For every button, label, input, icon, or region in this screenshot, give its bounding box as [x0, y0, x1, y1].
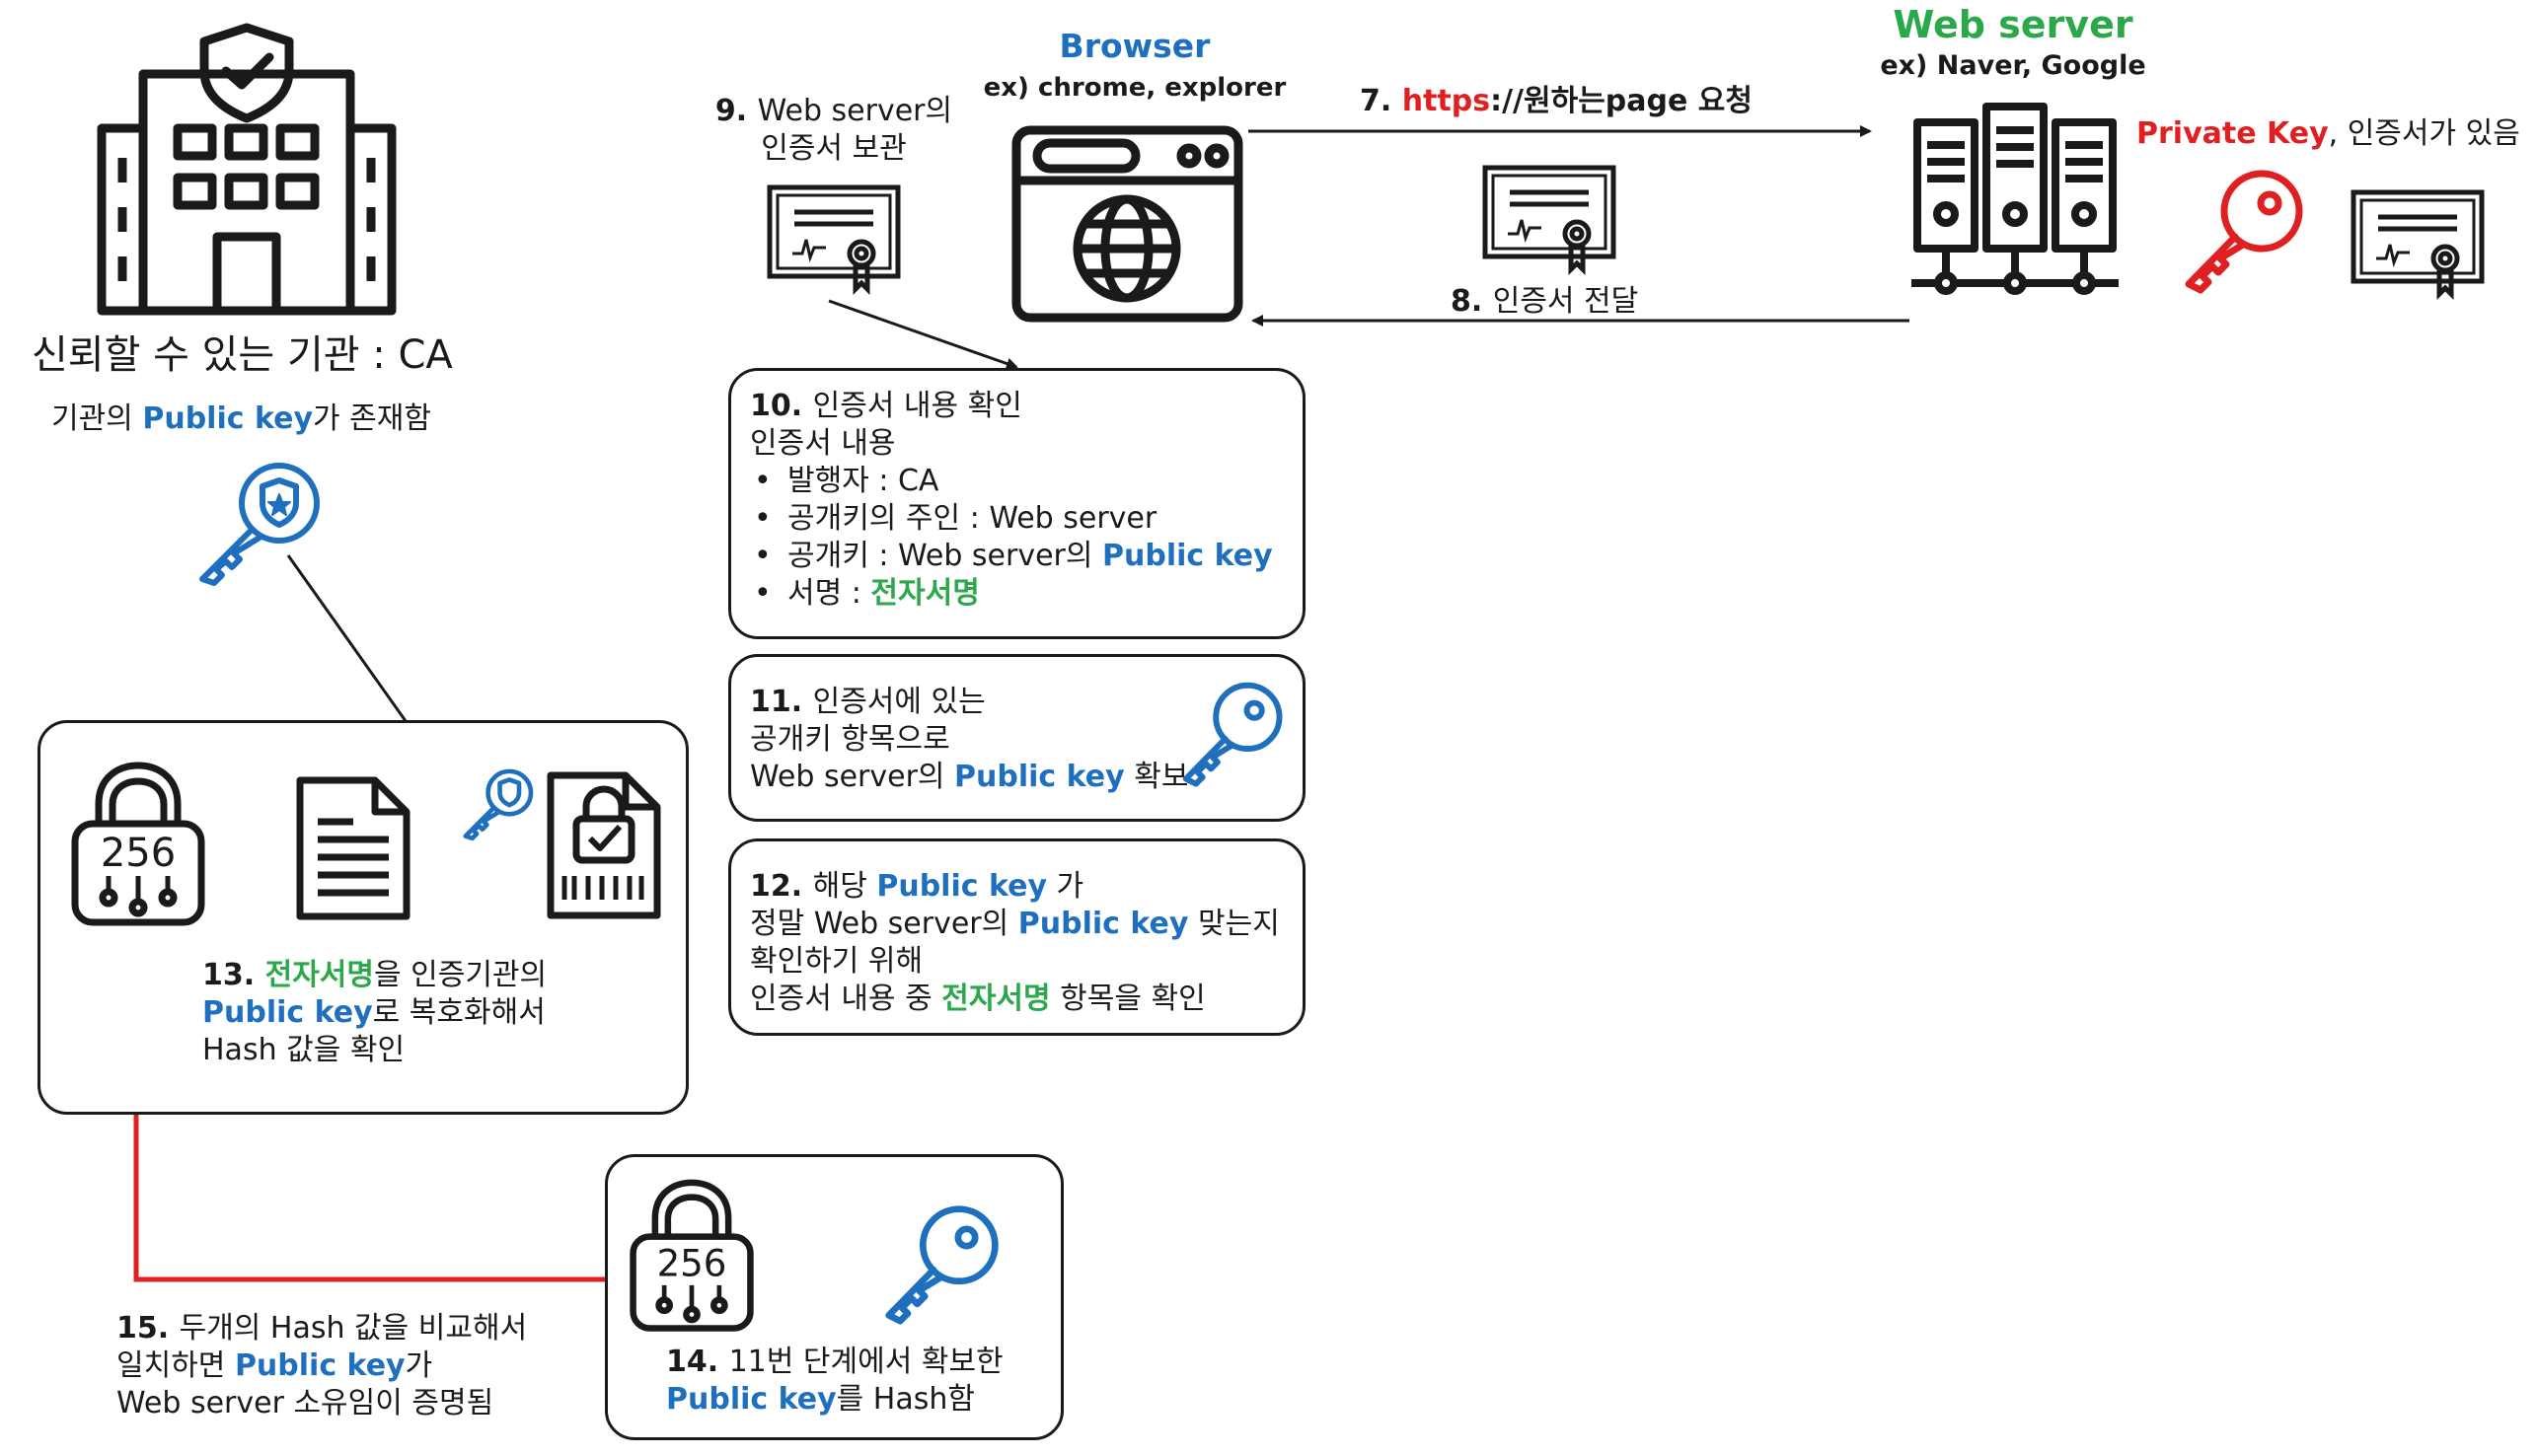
- step14-line2-highlight: Public key: [666, 1382, 837, 1417]
- step12-line1-pre: 해당: [812, 869, 877, 904]
- step12-line2-highlight: Public key: [1017, 907, 1189, 941]
- step10-item3-pre: 공개키 : Web server의: [787, 539, 1103, 573]
- step15-line2-post: 가: [405, 1348, 433, 1383]
- webserver-subtitle: ex) Naver, Google: [1880, 50, 2146, 81]
- step11-line3-pre: Web server의: [750, 760, 955, 794]
- server-rack-icon: [1911, 103, 2119, 295]
- step13-line2-highlight: Public key: [202, 995, 373, 1030]
- webserver-private-key-note: Private Key, 인증서가 있음: [2136, 115, 2520, 153]
- step10-content: 10. 인증서 내용 확인 인증서 내용 발행자 : CA 공개키의 주인 : …: [750, 388, 1273, 613]
- step12-line1-post: 가: [1047, 869, 1084, 904]
- padlock-hash-icon: 256: [71, 762, 205, 926]
- step9-line1: Web server의: [757, 94, 953, 128]
- browser-subtitle: ex) chrome, explorer: [983, 73, 1287, 103]
- step9-label: 9. Web server의 인증서 보관: [701, 93, 967, 168]
- step11-line1: 인증서에 있는: [812, 685, 986, 719]
- step9-line2: 인증서 보관: [761, 131, 907, 166]
- step14-content: 14. 11번 단계에서 확보한 Public key를 Hash함: [666, 1344, 1004, 1419]
- browser-title: Browser: [1059, 27, 1211, 65]
- step10-item: 공개키의 주인 : Web server: [750, 500, 1273, 538]
- step10-item3-highlight: Public key: [1102, 539, 1273, 573]
- step10-item: 발행자 : CA: [750, 463, 1273, 500]
- document-icon: [296, 776, 411, 920]
- step10-title: 인증서 내용 확인: [812, 389, 1022, 423]
- ca-note-highlight: Public key: [142, 401, 314, 436]
- shield-key-icon: [199, 463, 320, 586]
- ca-title: 신뢰할 수 있는 기관 : CA: [32, 332, 453, 378]
- step10-item: 공개키 : Web server의 Public key: [750, 538, 1273, 575]
- certificate-icon: [1482, 165, 1616, 276]
- step7-num: 7.: [1360, 84, 1402, 118]
- step9-num: 9.: [714, 94, 758, 128]
- key-icon: [1182, 682, 1283, 787]
- step15-line2-highlight: Public key: [234, 1348, 406, 1383]
- step10-item4-pre: 서명 :: [787, 576, 871, 611]
- step15-line2-pre: 일치하면: [116, 1348, 235, 1383]
- step13-line1-highlight: 전자서명: [264, 958, 374, 992]
- ca-note-pre: 기관의: [51, 401, 143, 436]
- private-key-post: , 인증서가 있음: [2328, 116, 2520, 151]
- hash-value-label: 256: [657, 1243, 727, 1285]
- private-key-highlight: Private Key: [2136, 116, 2329, 151]
- step12-num: 12.: [750, 869, 813, 904]
- hash-value-label: 256: [101, 831, 176, 876]
- step10-list: 발행자 : CA 공개키의 주인 : Web server 공개키 : Web …: [750, 463, 1273, 613]
- step10-item4-highlight: 전자서명: [870, 576, 980, 611]
- step12-box: [728, 838, 1306, 1036]
- step12-line1-highlight: Public key: [876, 869, 1048, 904]
- step15-content: 15. 두개의 Hash 값을 비교해서 일치하면 Public key가 We…: [116, 1310, 527, 1422]
- key-icon: [885, 1205, 999, 1325]
- step13-line3: Hash 값을 확인: [202, 1033, 406, 1067]
- step11-content: 11. 인증서에 있는 공개키 항목으로 Web server의 Public …: [750, 684, 1188, 796]
- step15-line1: 두개의 Hash 값을 비교해서: [179, 1311, 528, 1346]
- step14-num: 14.: [666, 1345, 729, 1379]
- step12-line4-pre: 인증서 내용 중: [750, 982, 942, 1016]
- step8-num: 8.: [1451, 284, 1493, 319]
- webserver-title: Web server: [1893, 3, 2133, 46]
- step12-line3: 확인하기 위해: [750, 944, 924, 979]
- step10-item: 서명 : 전자서명: [750, 575, 1273, 613]
- padlock-hash-icon: 256: [630, 1179, 754, 1332]
- step12-content: 12. 해당 Public key 가 정말 Web server의 Publi…: [750, 868, 1280, 1018]
- step14-line1: 11번 단계에서 확보한: [728, 1345, 1004, 1379]
- locked-document-icon: [547, 771, 661, 919]
- step12-line4-highlight: 전자서명: [941, 982, 1051, 1016]
- step13-content: 13. 전자서명을 인증기관의 Public key로 복호화해서 Hash 값…: [202, 957, 547, 1069]
- step12-line4-post: 항목을 확인: [1050, 982, 1206, 1016]
- ca-note-post: 가 존재함: [313, 401, 431, 436]
- step11-line3-post: 확보: [1124, 760, 1189, 794]
- certificate-icon: [2351, 189, 2485, 301]
- step13-line2-post: 로 복호화해서: [372, 995, 546, 1030]
- certificate-icon: [767, 184, 901, 296]
- browser-globe-icon: [1011, 125, 1243, 323]
- step15-num: 15.: [116, 1311, 180, 1346]
- step8-text: 인증서 전달: [1492, 284, 1639, 319]
- step7-highlight: https: [1401, 84, 1491, 118]
- building-shield-icon: [97, 23, 397, 316]
- shield-key-icon: [463, 768, 534, 841]
- step11-line3-highlight: Public key: [954, 760, 1125, 794]
- step7-rest: ://원하는page 요청: [1490, 84, 1753, 118]
- step12-line2-post: 맞는지: [1188, 907, 1280, 941]
- ca-public-key-note: 기관의 Public key가 존재함: [51, 400, 431, 438]
- step7-label: 7. https://원하는page 요청: [1360, 83, 1753, 120]
- step11-num: 11.: [750, 685, 813, 719]
- step8-label: 8. 인증서 전달: [1451, 283, 1638, 321]
- step12-line2-pre: 정말 Web server의: [750, 907, 1018, 941]
- step10-num: 10.: [750, 389, 813, 423]
- step15-line3: Web server 소유임이 증명됨: [116, 1386, 494, 1420]
- step13-num: 13.: [202, 958, 265, 992]
- step10-subtitle: 인증서 내용: [750, 426, 896, 461]
- step14-line2-post: 를 Hash함: [836, 1382, 975, 1417]
- step11-line2: 공개키 항목으로: [750, 722, 950, 757]
- key-icon: [2185, 170, 2303, 294]
- arrow-cert-to-check: [828, 299, 1018, 370]
- step13-line1-post: 을 인증기관의: [374, 958, 548, 992]
- step11-box: [728, 654, 1306, 822]
